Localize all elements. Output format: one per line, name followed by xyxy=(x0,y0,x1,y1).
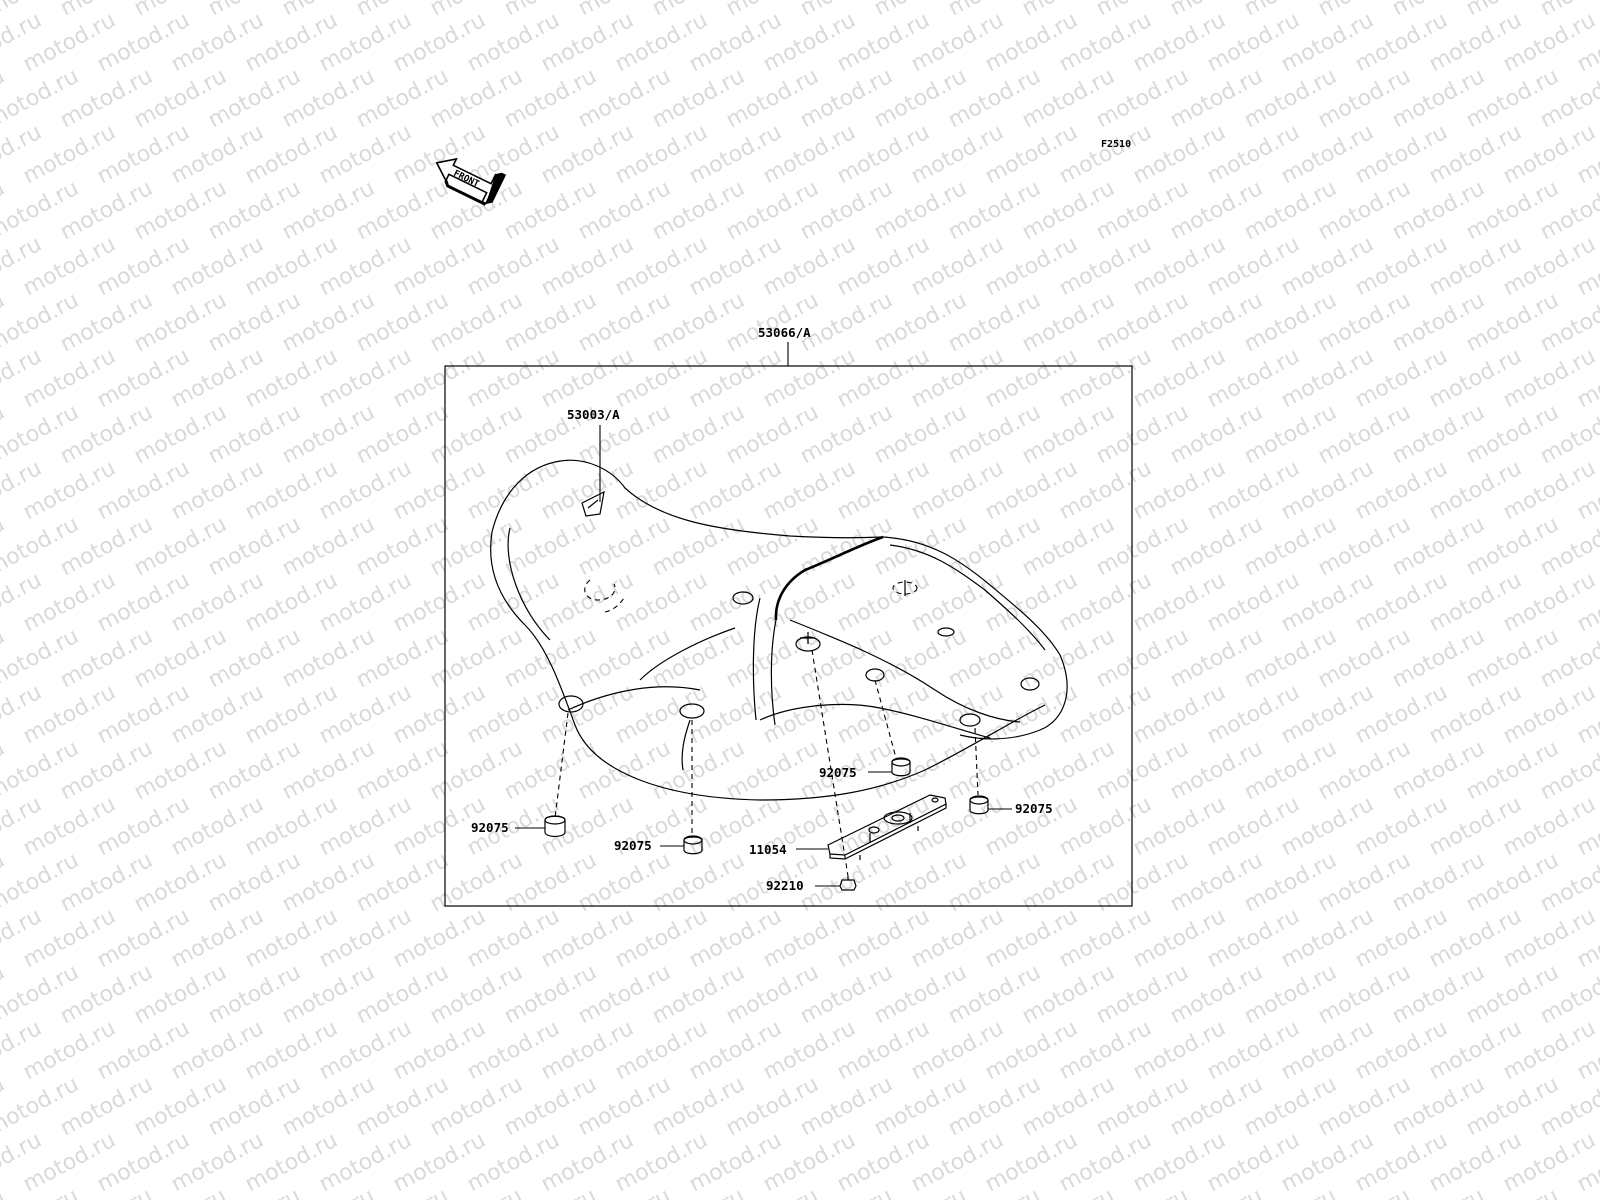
pillion-bolt-front xyxy=(795,632,821,652)
figure-code: F2510 xyxy=(1101,139,1131,150)
hole-rear-tail xyxy=(1020,677,1040,691)
hole-rear-left xyxy=(865,668,885,682)
hole-front-right xyxy=(732,591,754,605)
damper-rear-right xyxy=(969,795,1012,815)
damper-front-center xyxy=(660,835,703,855)
front-arrow-icon: FRONT xyxy=(435,157,507,206)
damper-front-left xyxy=(515,815,566,838)
damper-rear-left xyxy=(868,757,911,777)
label-damper-front-center: 92075 xyxy=(614,838,652,853)
assembly-frame xyxy=(444,365,1133,907)
seat-body xyxy=(490,459,1068,801)
hole-rear-right xyxy=(959,713,981,727)
pillion-hole xyxy=(937,627,955,637)
label-damper-rear-right: 92075 xyxy=(1015,801,1053,816)
pillion-bolt-rear xyxy=(892,580,918,596)
label-seat-cover: 53003/A xyxy=(567,407,620,422)
label-seat-assembly: 53066/A xyxy=(758,325,811,340)
label-nut: 92210 xyxy=(766,878,804,893)
label-bracket: 11054 xyxy=(749,842,787,857)
label-damper-front-left: 92075 xyxy=(471,820,509,835)
label-damper-rear-left: 92075 xyxy=(819,765,857,780)
bracket xyxy=(796,794,947,860)
hole-front-left xyxy=(558,695,584,713)
hole-front-center xyxy=(679,703,705,719)
nut xyxy=(815,876,857,891)
